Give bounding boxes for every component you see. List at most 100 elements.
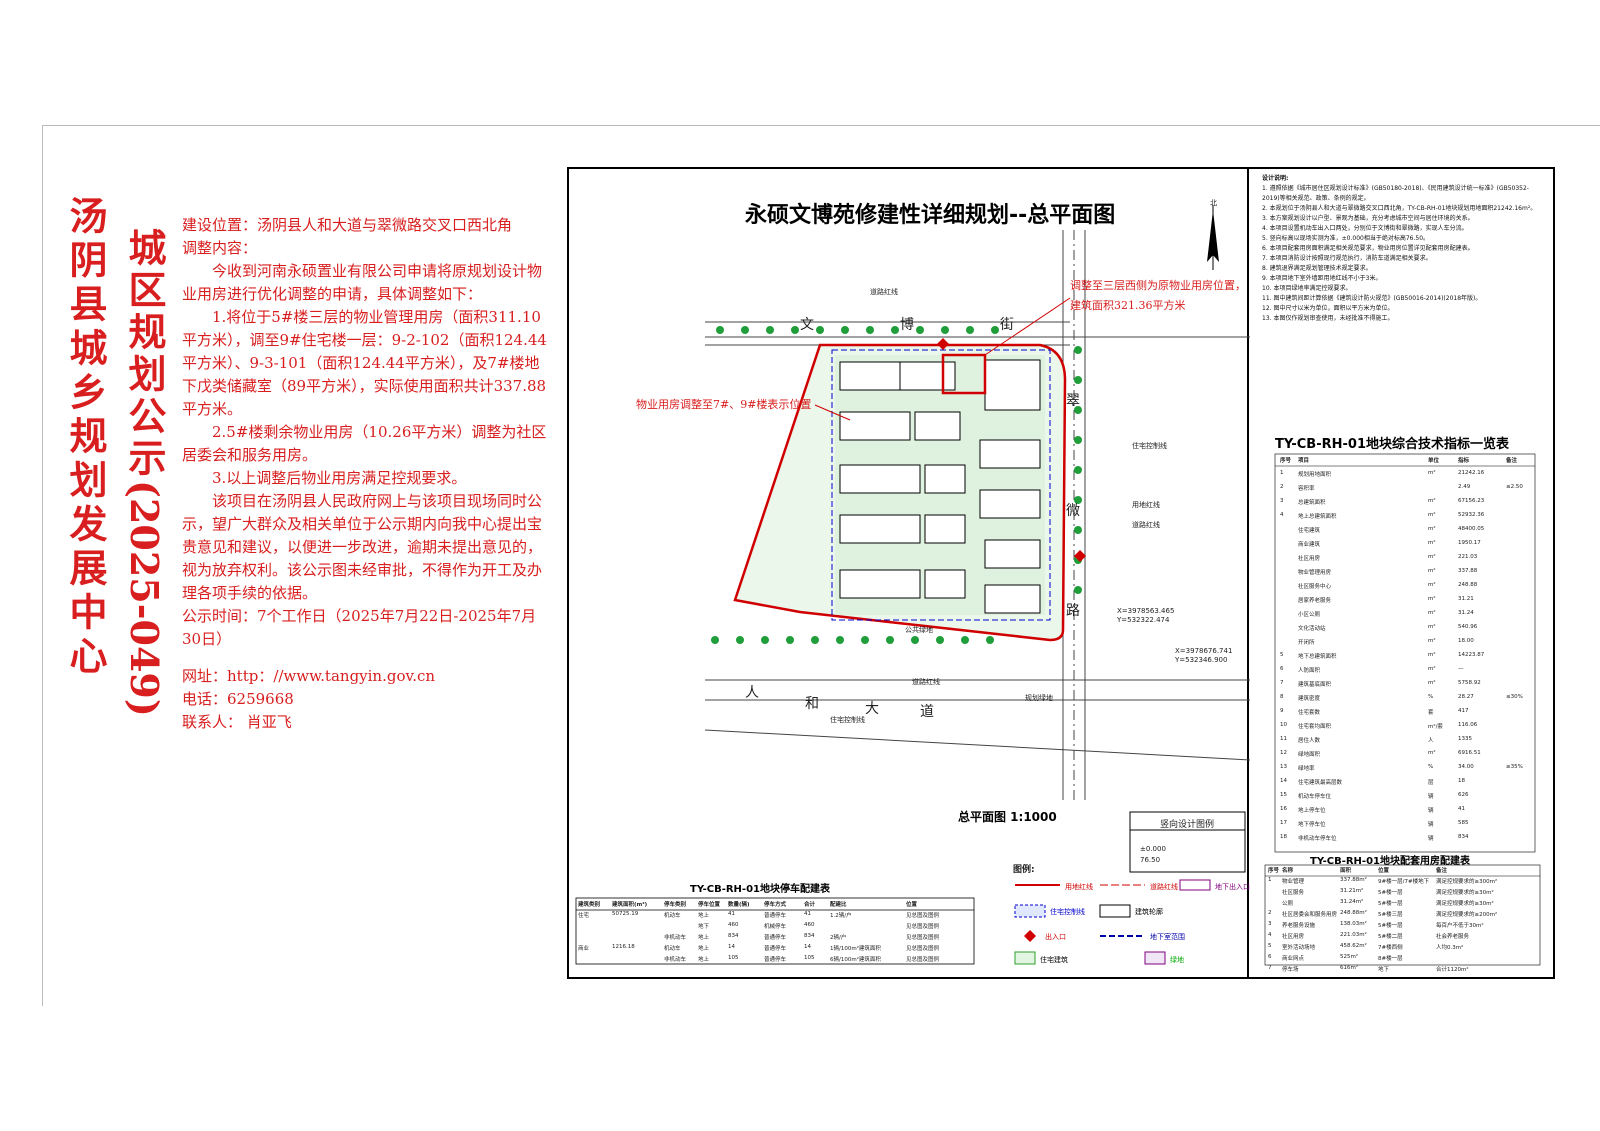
table-cell: 建筑密度 [1298,696,1321,702]
table-cell: 585 [1458,820,1469,826]
design-notes-list: 1. 遵照依据《城市居住区规划设计标准》(GB50180-2018)、《民用建筑… [1262,184,1542,324]
table-cell: m² [1428,666,1436,672]
table-cell: m² [1428,610,1436,616]
table-cell: 6 [1268,954,1272,960]
table-cell: 7 [1268,965,1272,971]
vertical-legend-title: 竖向设计图例 [1160,820,1215,830]
design-note: 3. 本方案规划设计以户型、景观为基础，充分考虑城市空间与居住环境的关系。 [1262,215,1474,222]
table-cell: 地上 [698,957,710,963]
supporting-table-title: TY-CB-RH-01地块配套用房配建表 [1310,856,1470,867]
table-cell: 地上 [698,946,710,952]
table-cell: 社区用房 [1282,934,1305,940]
table-cell: 105 [728,955,739,961]
road-south-3: 大 [865,701,879,717]
table-cell: 11 [1280,736,1287,742]
table-cell: 2辆/户 [830,935,847,941]
table-cell: 地下 [698,924,710,930]
table-cell: 337.88m² [1340,877,1367,883]
table-header: 序号 [1280,458,1292,464]
table-cell: 见总图及图例 [906,935,940,941]
table-cell: 绿地率 [1298,766,1315,772]
table-header: 数量(辆) [728,902,750,908]
adjust-item-1: 1.将位于5#楼三层的物业管理用房（面积311.10平方米），调至9#住宅楼一层… [182,308,547,418]
road-south-1: 人 [745,685,759,701]
plan-title: 永硕文博苑修建性详细规划--总平面图 [745,203,1116,228]
road-north-1: 文 [800,317,814,333]
table-cell: 总建筑面积 [1298,500,1326,506]
table-cell: 普通停车 [764,935,787,941]
table-cell: 18 [1280,834,1287,840]
label-coord-1y: Y=532322.474 [1117,616,1170,624]
elevation-absolute: 76.50 [1140,856,1161,864]
notice-intro: 今收到河南永硕置业有限公司申请将原规划设计物业用房进行优化调整的申请，具体调整如… [182,262,543,303]
table-cell: 6 [1280,666,1284,672]
label-red-line-top: 道路红线 [870,288,898,296]
table-cell: m² [1428,568,1436,574]
table-header: 停车类别 [664,902,687,908]
table-cell: 14 [728,944,735,950]
contact-person: 联系人： 肖亚飞 [182,713,292,731]
table-cell: 2.49 [1458,484,1471,490]
table-cell: 31.24 [1458,610,1474,616]
label-planned-green: 规划绿地 [1025,694,1053,702]
table-cell: 室外活动场地 [1282,945,1316,951]
table-cell: 9 [1280,708,1284,714]
label-north: 北 [1210,199,1217,207]
design-note: 13. 本图仅作规划审查使用，未经批准不得施工。 [1262,315,1394,322]
table-header: 指标 [1458,458,1470,464]
table-cell: 5758.92 [1458,680,1481,686]
table-cell: 460 [804,922,815,928]
legend-label: 绿地 [1170,956,1184,964]
website-link[interactable]: 网址：http：//www.tangyin.gov.cn [182,667,436,685]
table-cell: 1 [1268,877,1272,883]
design-note: 11. 图中建筑间距计算依据《建筑设计防火规范》(GB50016-2014)(2… [1262,295,1482,302]
table-cell: 合计1120m² [1436,967,1469,973]
table-cell: 5 [1268,943,1272,949]
parking-table-title: TY-CB-RH-01地块停车配建表 [690,884,830,895]
table-cell: 5 [1280,652,1284,658]
table-cell: 满足控规要求的≥30m² [1436,901,1494,907]
table-cell: 商业建筑 [1298,542,1321,548]
label-building-control: 住宅控制线 [1132,442,1167,450]
table-cell: 每百户不低于30m² [1436,923,1484,929]
table-cell: 221.03m² [1340,932,1367,938]
table-cell: 50725.19 [612,911,639,917]
label-road-red-south: 道路红线 [912,678,940,686]
table-cell: 非机动车 [664,935,687,941]
table-cell: 1.2辆/户 [830,913,852,919]
table-cell: 5#楼一层 [1378,901,1403,907]
table-cell: — [1458,666,1464,672]
table-cell: 地下停车位 [1298,822,1326,828]
table-cell: 14223.87 [1458,652,1485,658]
plan-scale: 总平面图 1:1000 [958,810,1057,824]
table-cell: 460 [728,922,739,928]
table-cell: 5#楼二层 [1378,934,1403,940]
label-land-line: 用地红线 [1132,501,1160,509]
table-cell: 辆 [1428,808,1434,814]
design-note: 4. 本项目设置机动车出入口两处，分别位于文博街和翠微路，实现人车分流。 [1262,225,1468,232]
table-cell: 5#楼一层 [1378,890,1403,896]
table-cell: 满足控规要求的≥30m² [1436,890,1494,896]
table-cell: 8#楼一层 [1378,956,1403,962]
table-cell: 见总图及图例 [906,957,940,963]
announcement-title: 城区规划公示(2025-049) [122,228,167,717]
table-cell: 31.24m² [1340,899,1364,905]
elevation-zero: ±0.000 [1140,845,1166,853]
table-cell: 1950.17 [1458,540,1481,546]
table-cell: 52932.36 [1458,512,1485,518]
notice-closing: 该项目在汤阴县人民政府网上与该项目现场同时公示，望广大群众及相关单位于公示期内向… [182,492,543,602]
label-coord-2x: X=3978676.741 [1175,647,1233,655]
design-note: 7. 本项目消防设计按照现行规范执行，消防车道满足相关要求。 [1262,255,1432,262]
table-cell: 地上停车位 [1298,808,1326,814]
table-header: 位置 [1378,868,1390,874]
table-cell: 社区用房 [1298,556,1321,562]
table-cell: m² [1428,596,1436,602]
table-cell: 28.27 [1458,694,1474,700]
table-cell: 住宅建筑最高层数 [1298,780,1343,786]
announcement-title-text: 城区规划公示 [122,228,167,480]
table-cell: 普通停车 [764,957,787,963]
table-cell: 绿地面积 [1298,752,1321,758]
table-cell: 4 [1268,932,1272,938]
design-note: 12. 图中尺寸以米为单位，面积以平方米为单位。 [1262,305,1394,312]
table-header: 合计 [804,902,816,908]
